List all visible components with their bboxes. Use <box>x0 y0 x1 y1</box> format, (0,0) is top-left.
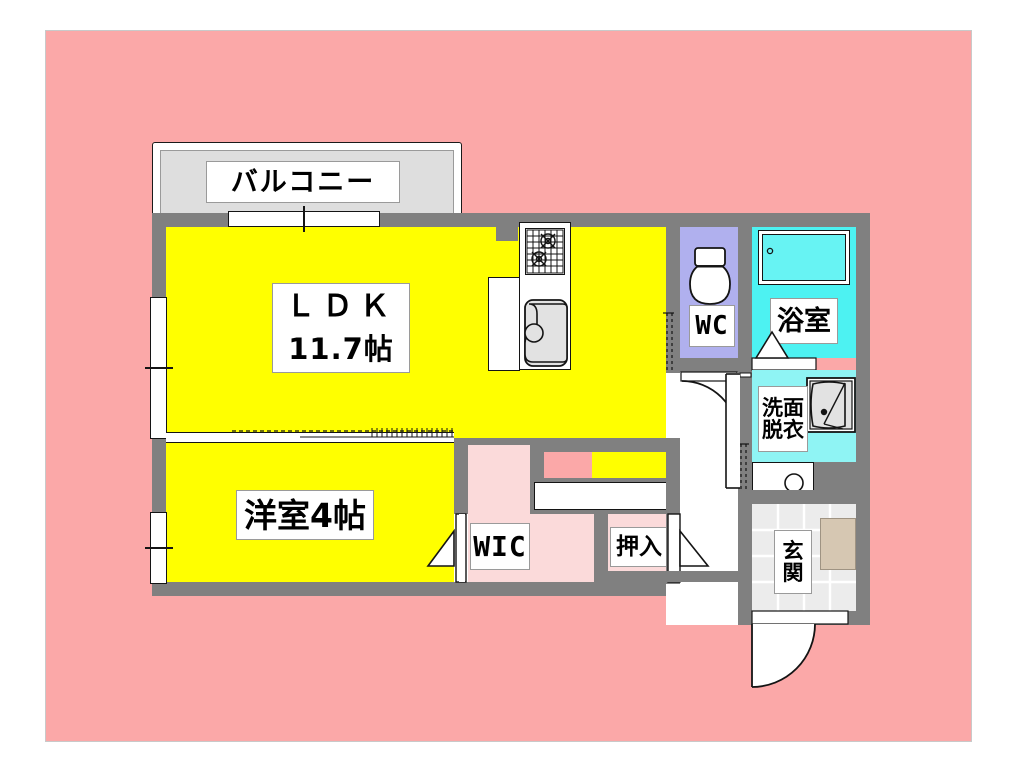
bathtub-basin <box>762 234 846 281</box>
ldk-bedroom-partition[interactable] <box>166 432 454 443</box>
wall-north-bath <box>752 213 870 227</box>
wall-wc-west <box>666 213 680 373</box>
refrigerator-space <box>488 277 520 371</box>
balcony-label: バルコニー <box>206 161 400 203</box>
genkan-label-line1: 玄 <box>782 538 804 563</box>
bedroom-label: 洋室4帖 <box>236 490 374 540</box>
oshiire-label: 押入 <box>610 527 668 567</box>
ldk-window-west-mullion <box>145 367 173 369</box>
wall-corridor-west <box>666 438 680 496</box>
wall-corridor-east <box>738 490 752 585</box>
bedroom-window-west-mullion <box>145 547 173 549</box>
wall-south-left <box>152 582 744 596</box>
wall-wc-east <box>738 213 752 373</box>
washroom-label-line2: 脱衣 <box>762 418 804 442</box>
wic-door[interactable] <box>459 514 465 582</box>
wall-south-entrance <box>738 611 870 625</box>
wc-label: WC <box>689 305 735 347</box>
wall-washroom-south <box>738 490 870 504</box>
wall-entrance-west <box>738 582 752 625</box>
bath-label: 浴室 <box>770 298 838 344</box>
ldk-size-label: 11.7帖 <box>272 326 410 373</box>
wall-washroom-west <box>738 373 752 490</box>
genkan-label: 玄 関 <box>774 530 812 594</box>
overhead-cabinet <box>534 482 674 510</box>
ldk-name-label: ＬＤＫ <box>272 283 410 329</box>
gas-stove <box>525 228 565 275</box>
wic-label: WIC <box>470 523 530 570</box>
balcony-door-mullion <box>303 206 305 232</box>
wall-wc-south <box>666 358 752 372</box>
washroom-label-line1: 洗面 <box>762 395 804 420</box>
shoe-cabinet <box>820 518 856 570</box>
wall-kitchen-nib <box>496 213 518 241</box>
genkan-label-line2: 関 <box>782 561 804 585</box>
wall-east <box>856 213 870 625</box>
ldk-floor <box>166 227 666 438</box>
washroom-label: 洗面 脱衣 <box>758 386 808 452</box>
wall-wic-east <box>594 508 608 582</box>
wall-south-corridor2 <box>666 571 744 582</box>
